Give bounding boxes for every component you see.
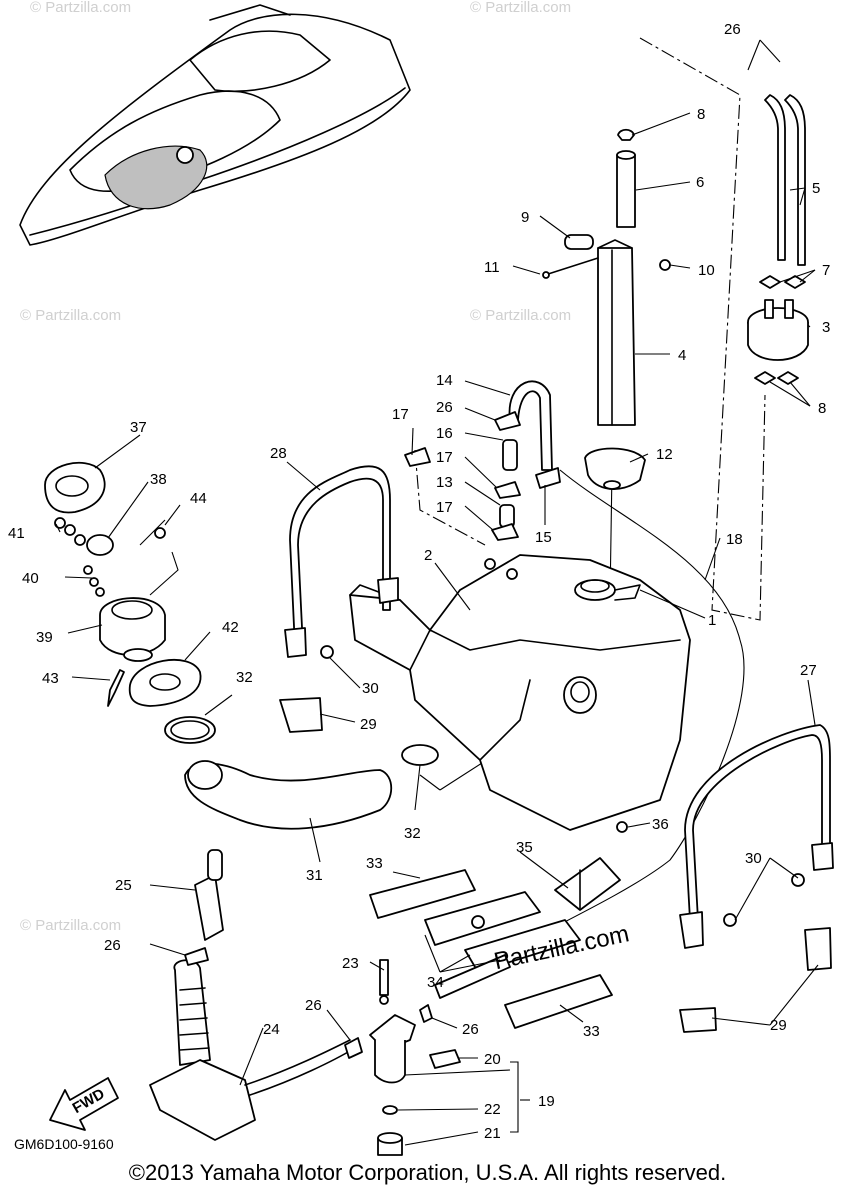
callout-19: 19 [538, 1093, 555, 1110]
callout-44: 44 [190, 490, 207, 507]
callout-18: 18 [726, 531, 743, 548]
watercraft-overview-illustration [19, 4, 411, 246]
callout-11: 11 [484, 259, 500, 276]
callout-32: 32 [236, 669, 253, 686]
callout-20: 20 [484, 1051, 501, 1068]
callout-26: 26 [724, 21, 741, 38]
callout-3: 3 [822, 319, 830, 336]
callout-39: 39 [36, 629, 53, 646]
vent-hose-assembly [747, 94, 809, 385]
callout-13: 13 [436, 474, 453, 491]
callout-1: 1 [708, 612, 716, 629]
callout-25: 25 [115, 877, 132, 894]
callout-6: 6 [696, 174, 704, 191]
callout-17c: 17 [436, 499, 453, 516]
callout-26d: 26 [305, 997, 322, 1014]
callout-21: 21 [484, 1125, 501, 1142]
copyright-notice: ©2013 Yamaha Motor Corporation, U.S.A. A… [128, 1160, 727, 1185]
fuel-filter-assembly [149, 849, 511, 1156]
forward-direction-arrow: FWD [49, 1077, 119, 1131]
callout-26c: 26 [104, 937, 121, 954]
callout-38: 38 [150, 471, 167, 488]
callout-5: 5 [812, 180, 820, 197]
callout-29: 29 [360, 716, 377, 733]
callout-36: 36 [652, 816, 669, 833]
callout-9: 9 [521, 209, 529, 226]
callout-26e: 26 [462, 1021, 479, 1038]
callout-15: 15 [535, 529, 552, 546]
sponge-pads [369, 821, 628, 1029]
callout-27: 27 [800, 662, 817, 679]
callout-34: 34 [427, 974, 444, 991]
watermark-text: © Partzilla.com [20, 307, 121, 324]
filler-cap-assembly [44, 461, 439, 830]
callout-30b: 30 [745, 850, 762, 867]
filler-pipe-assembly [542, 128, 671, 490]
callout-33b: 33 [583, 1023, 600, 1040]
callout-2: 2 [424, 547, 432, 564]
callout-35: 35 [516, 839, 533, 856]
watermark-text: © Partzilla.com [470, 307, 571, 324]
callout-29b: 29 [770, 1017, 787, 1034]
callout-17: 17 [392, 406, 409, 423]
callout-31: 31 [306, 867, 323, 884]
callout-43: 43 [42, 670, 59, 687]
leader-lines [55, 39, 819, 1146]
callout-16: 16 [436, 425, 453, 442]
callout-12: 12 [656, 446, 673, 463]
watermark-text: © Partzilla.com [20, 917, 121, 934]
watermark-text: © Partzilla.com [470, 0, 571, 16]
callout-37: 37 [130, 419, 147, 436]
callout-numbers: 1 2 3 4 5 6 7 8 8 9 10 11 12 13 14 15 16… [8, 21, 830, 1142]
callout-10: 10 [698, 262, 715, 279]
callout-28: 28 [270, 445, 287, 462]
callout-33: 33 [366, 855, 383, 872]
callout-24: 24 [263, 1021, 280, 1038]
callout-23: 23 [342, 955, 359, 972]
callout-40: 40 [22, 570, 39, 587]
tank-strap-left [279, 465, 399, 733]
callout-41: 41 [8, 525, 25, 542]
callout-4: 4 [678, 347, 686, 364]
callout-7: 7 [822, 262, 830, 279]
callout-30: 30 [362, 680, 379, 697]
callout-26b: 26 [436, 399, 453, 416]
callout-14: 14 [436, 372, 453, 389]
callout-8: 8 [697, 106, 705, 123]
callout-17b: 17 [436, 449, 453, 466]
vent-hose-14-assembly [404, 380, 561, 580]
fuel-tank [349, 554, 691, 831]
callout-8b: 8 [818, 400, 826, 417]
callout-22: 22 [484, 1101, 501, 1118]
callout-32b: 32 [404, 825, 421, 842]
callout-42: 42 [222, 619, 239, 636]
diagram-code: GM6D100-9160 [14, 1136, 114, 1152]
tank-strap-right [679, 724, 834, 1033]
watermark-text: © Partzilla.com [30, 0, 131, 16]
